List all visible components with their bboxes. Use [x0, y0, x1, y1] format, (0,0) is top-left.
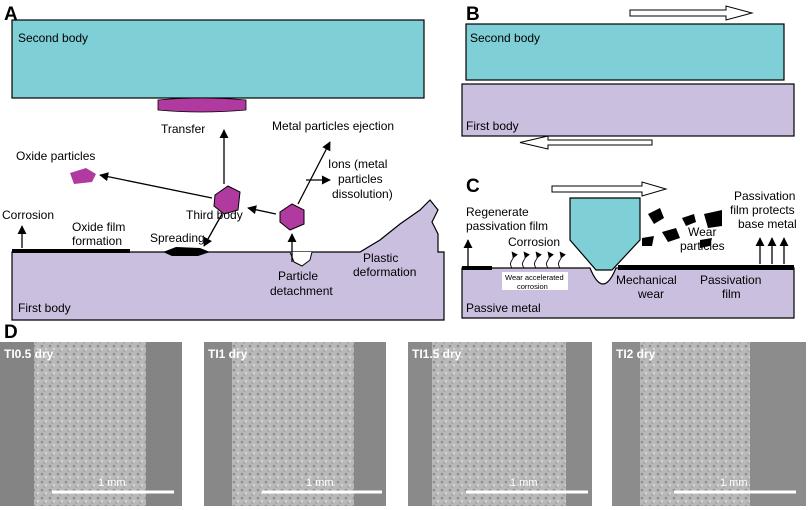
sem-label-3: TI1.5 dry [412, 347, 462, 361]
passivation-film-right [618, 265, 794, 270]
sem-image-2: TI1 dry 1 mm [204, 342, 386, 506]
sem-label-1: TI0.5 dry [4, 347, 54, 361]
panel-c-letter: C [466, 176, 480, 197]
corrosion-label-c: Corrosion [508, 235, 560, 249]
first-body-block [11, 199, 445, 321]
particle-detach-label-1: Particle [278, 269, 318, 283]
transfer-label: Transfer [161, 122, 205, 136]
oxide-film [12, 249, 130, 253]
mech-wear-label-2: wear [637, 287, 664, 301]
panel-a: A Second body Transfer First body Metal … [2, 4, 445, 321]
spreading-label: Spreading [150, 231, 205, 245]
wear-acc-label-2: corrosion [517, 282, 548, 291]
second-body-label: Second body [18, 31, 88, 45]
sem-label-4: TI2 dry [616, 347, 656, 361]
third-body-label: Third body [186, 208, 243, 222]
b-second-body [465, 23, 785, 81]
scale-label-2: 1 mm [306, 477, 334, 489]
b-first-body-label: First body [466, 119, 519, 133]
b-first-body [461, 83, 795, 137]
pass-film-label-1: Passivation [700, 273, 761, 287]
second-body-block [11, 19, 425, 99]
arrow-c-right [551, 181, 668, 197]
arrow-ejection [297, 141, 331, 205]
oxide-particles-label: Oxide particles [16, 149, 95, 163]
arrow-spreading [203, 213, 223, 247]
particle-detach-label-2: detachment [270, 284, 333, 298]
detachment-notch [289, 251, 313, 267]
arrow-bottom-left [519, 135, 653, 150]
arrow-detach-to-third [247, 205, 277, 215]
ions-label-2: particles [338, 172, 383, 186]
sem-image-1: TI0.5 dry 1 mm [0, 342, 182, 506]
oxide-film-label-1: Oxide film [72, 220, 125, 234]
arrow-to-oxide-particles [99, 172, 213, 199]
wear-acc-label-1: Wear accelerated [505, 273, 564, 282]
wear-corrosion-box [502, 272, 568, 290]
wear-track-3 [432, 342, 566, 506]
wear-particles-label-1: Wear [688, 225, 716, 239]
passive-metal-label: Passive metal [466, 301, 541, 315]
ions-label-1: Ions (metal [328, 157, 387, 171]
panel-d-letter: D [4, 322, 18, 343]
panel-c: C Passive metal Wear accelerated corrosi… [461, 176, 797, 319]
wear-track-1 [34, 342, 146, 506]
transfer-layer [157, 97, 247, 113]
sem-label-2: TI1 dry [208, 347, 248, 361]
scale-label-1: 1 mm [98, 477, 126, 489]
panel-b-letter: B [466, 4, 480, 25]
indenter [569, 197, 641, 271]
plastic-label-1: Plastic [363, 251, 398, 265]
protects-label-2: film protects [730, 203, 795, 217]
sem-image-4: TI2 dry 1 mm [612, 342, 806, 506]
protects-label-1: Passivation [734, 189, 795, 203]
regen-label-2: passivation film [466, 219, 548, 233]
oxide-particle [70, 168, 96, 184]
wear-particles [642, 208, 722, 248]
scale-label-4: 1 mm [720, 477, 748, 489]
panel-b: B Second body First body [461, 4, 795, 150]
ions-label-3: dissolution) [332, 187, 393, 201]
corrosion-arrows [510, 251, 566, 269]
wear-track-4 [640, 342, 750, 506]
wear-particles-label-2: particles [680, 239, 725, 253]
protects-label-3: base metal [738, 217, 797, 231]
regen-label-1: Regenerate [466, 205, 529, 219]
panel-d: D TI0.5 dry 1 mm TI1 dry 1 mm TI1.5 dry … [0, 322, 806, 506]
sem-image-3: TI1.5 dry 1 mm [408, 342, 592, 506]
scale-label-3: 1 mm [510, 477, 538, 489]
first-body-label: First body [18, 301, 71, 315]
arrow-top-right [629, 5, 754, 21]
metal-ejection-label: Metal particles ejection [272, 119, 394, 133]
corrosion-label-a: Corrosion [2, 208, 54, 222]
mech-wear-label-1: Mechanical [616, 273, 677, 287]
oxide-film-label-2: formation [72, 234, 122, 248]
wear-track-2 [232, 342, 354, 506]
detached-particle [279, 203, 305, 231]
b-second-body-label: Second body [470, 31, 540, 45]
third-body-particle [213, 185, 241, 215]
passivation-film-left [462, 266, 492, 270]
plastic-label-2: deformation [353, 265, 416, 279]
spreading-particle [163, 247, 210, 256]
pass-film-label-2: film [722, 287, 741, 301]
